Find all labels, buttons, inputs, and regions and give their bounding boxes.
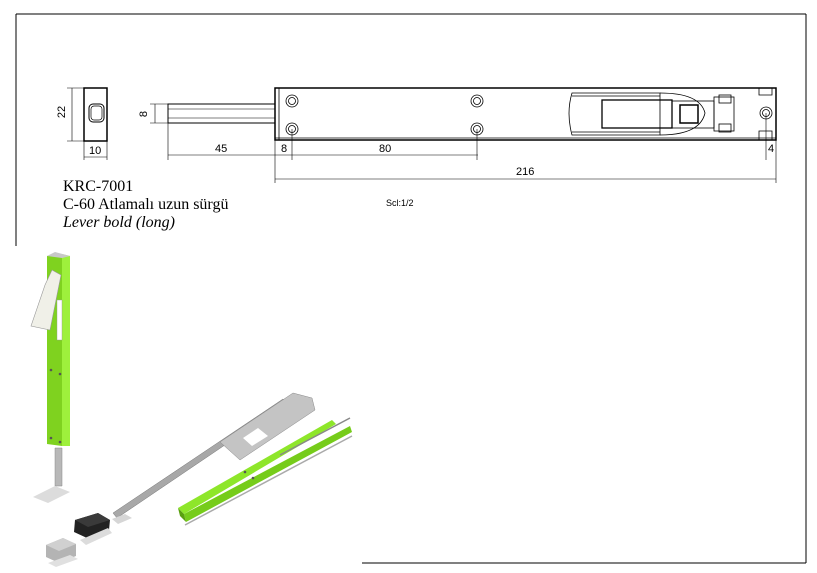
isometric-render (30, 252, 353, 567)
dim-total-length: 216 (516, 166, 535, 178)
dim-hole-offset: 8 (281, 143, 288, 155)
dim-end-height: 22 (56, 105, 69, 119)
horizontal-assembly (112, 392, 353, 526)
product-name-tr: C-60 Atlamalı uzun sürgü (63, 196, 229, 213)
end-view (67, 87, 108, 160)
dim-rod-length: 45 (215, 143, 228, 155)
product-name-en: Lever bold (long) (63, 214, 175, 231)
dim-end-width: 10 (89, 145, 102, 157)
side-view (150, 87, 777, 183)
strike-plate (46, 538, 78, 567)
end-block (74, 513, 112, 545)
dim-hole-spacing: 80 (379, 143, 392, 155)
scale-label: Scl:1/2 (386, 198, 414, 208)
drawing-frame (15, 13, 807, 564)
dimension-lines (167, 113, 777, 183)
dim-end-hole-offset: 4 (768, 143, 775, 155)
product-code: KRC-7001 (63, 178, 134, 195)
dim-rod-diameter: 8 (138, 110, 151, 118)
vertical-assembly (30, 252, 70, 503)
lever-mechanism (568, 88, 773, 140)
